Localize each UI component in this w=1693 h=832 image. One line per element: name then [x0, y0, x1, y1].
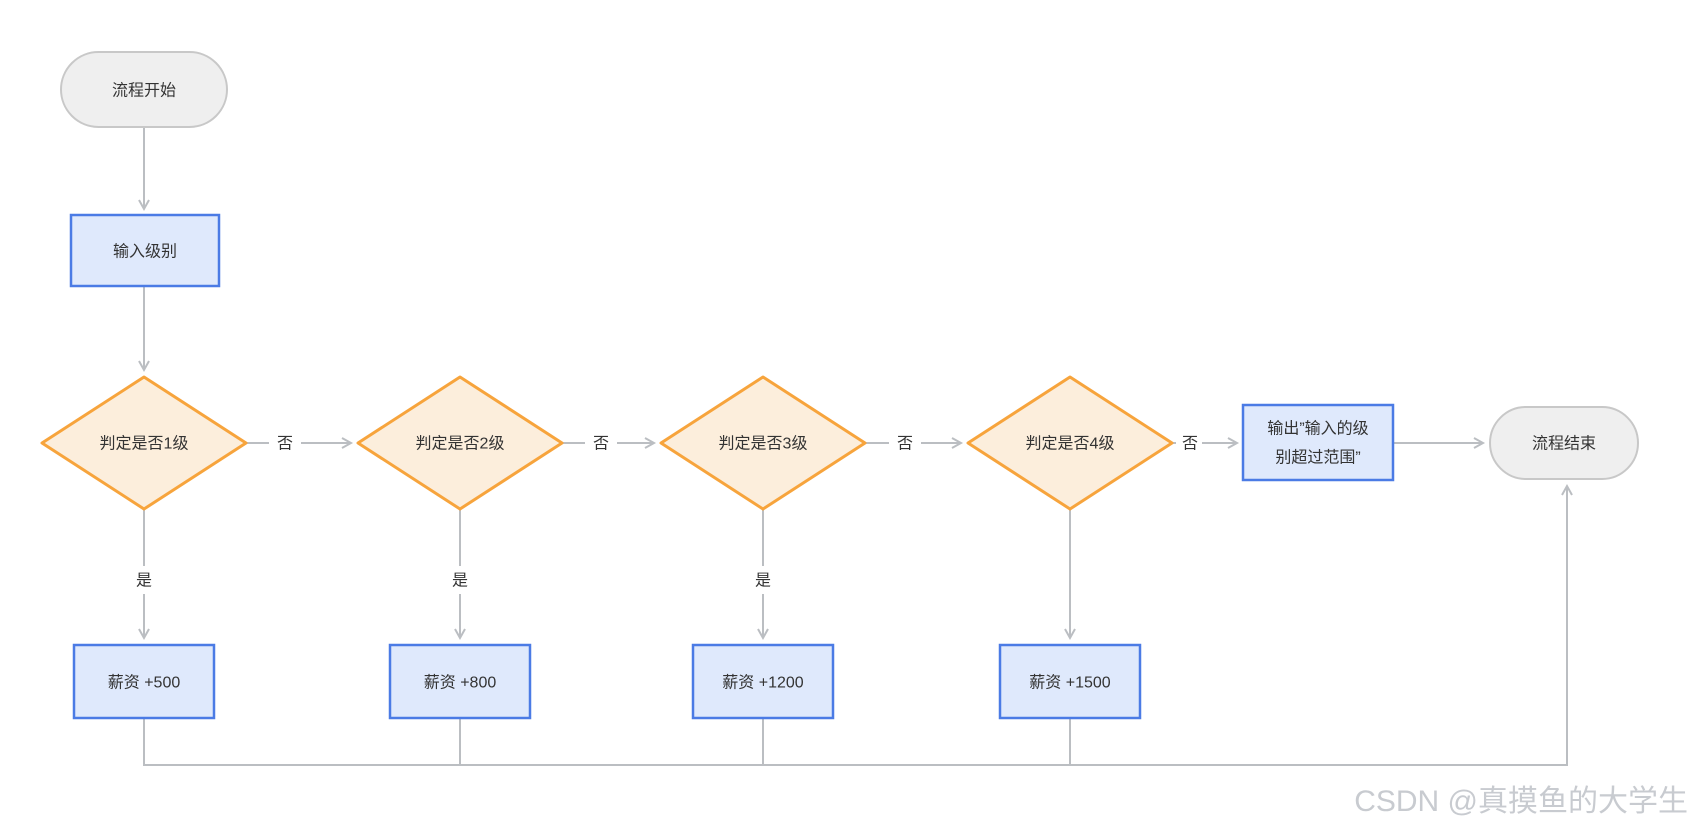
salary-1500-shape: [998, 643, 1142, 720]
salary-1200-label: 薪资 +1200: [722, 674, 803, 692]
edge-label-no-4: 否: [1176, 429, 1202, 457]
out-of-range-label-line2: 别超过范围”: [1275, 449, 1360, 467]
input-level-node: 输入级别: [69, 213, 221, 288]
edge-label-no-text: 否: [897, 436, 913, 453]
decision-level-3-shape: [659, 375, 867, 511]
edge-label-bg: [1176, 429, 1202, 457]
end-node: 流程结束: [1489, 406, 1639, 480]
decision-level-1-diamond: 判定是否1级: [40, 375, 248, 511]
decision-level-2-shape: [356, 375, 564, 511]
end-node-label: 流程结束: [1532, 435, 1596, 453]
edge-label-yes-text: 是: [755, 573, 771, 590]
edge-label-bg: [585, 429, 617, 457]
salary-800-label: 薪资 +800: [424, 674, 497, 692]
salary-500-node: 薪资 +500: [72, 643, 216, 720]
edge-label-bg: [129, 566, 159, 594]
salary-800-node: 薪资 +800: [388, 643, 532, 720]
salary-500-label: 薪资 +500: [108, 674, 181, 692]
salary-1200-shape: [691, 643, 835, 720]
decision-level-4-shape: [966, 375, 1174, 511]
decision-level-2-label: 判定是否2级: [416, 435, 505, 453]
out-of-range-label-line1: 输出”输入的级: [1267, 420, 1368, 438]
salary-800-shape: [388, 643, 532, 720]
edge-label-yes-1: 是: [129, 566, 159, 594]
decision-level-3-diamond: 判定是否3级: [659, 375, 867, 511]
salary-1500-node: 薪资 +1500: [998, 643, 1142, 720]
edge-label-no-1: 否: [269, 429, 301, 457]
out-of-range-output-node: 输出”输入的级 别超过范围”: [1241, 403, 1395, 482]
decision-level-3-label: 判定是否3级: [719, 435, 808, 453]
salary-500-shape: [72, 643, 216, 720]
input-level-shape: [69, 213, 221, 288]
edge-label-no-text: 否: [277, 436, 293, 453]
edge-label-yes-text: 是: [452, 573, 468, 590]
edge-label-bg: [445, 566, 475, 594]
start-node-shape: [60, 51, 228, 128]
edge-collector-to-end: [143, 483, 1573, 766]
watermark: CSDN @真摸鱼的大学生: [1354, 785, 1688, 818]
end-node-shape: [1489, 406, 1639, 480]
edge-label-no-text: 否: [593, 436, 609, 453]
edge-label-no-3: 否: [889, 429, 921, 457]
input-level-label: 输入级别: [113, 243, 177, 261]
start-node: 流程开始: [60, 51, 228, 128]
salary-1200-node: 薪资 +1200: [691, 643, 835, 720]
edge-label-yes-text: 是: [136, 573, 152, 590]
start-node-label: 流程开始: [112, 82, 176, 100]
edge-label-no-2: 否: [585, 429, 617, 457]
edge-label-no-text: 否: [1182, 436, 1198, 453]
decision-level-2-diamond: 判定是否2级: [356, 375, 564, 511]
edge-label-bg: [748, 566, 778, 594]
edge-label-yes-2: 是: [445, 566, 475, 594]
decision-level-4-label: 判定是否4级: [1026, 435, 1115, 453]
salary-1500-label: 薪资 +1500: [1029, 674, 1110, 692]
decision-level-1-shape: [40, 375, 248, 511]
decision-level-4-diamond: 判定是否4级: [966, 375, 1174, 511]
edge-label-bg: [889, 429, 921, 457]
out-of-range-shape: [1241, 403, 1395, 482]
decision-level-1-label: 判定是否1级: [100, 435, 189, 453]
edge-label-yes-3: 是: [748, 566, 778, 594]
edge-label-bg: [269, 429, 301, 457]
